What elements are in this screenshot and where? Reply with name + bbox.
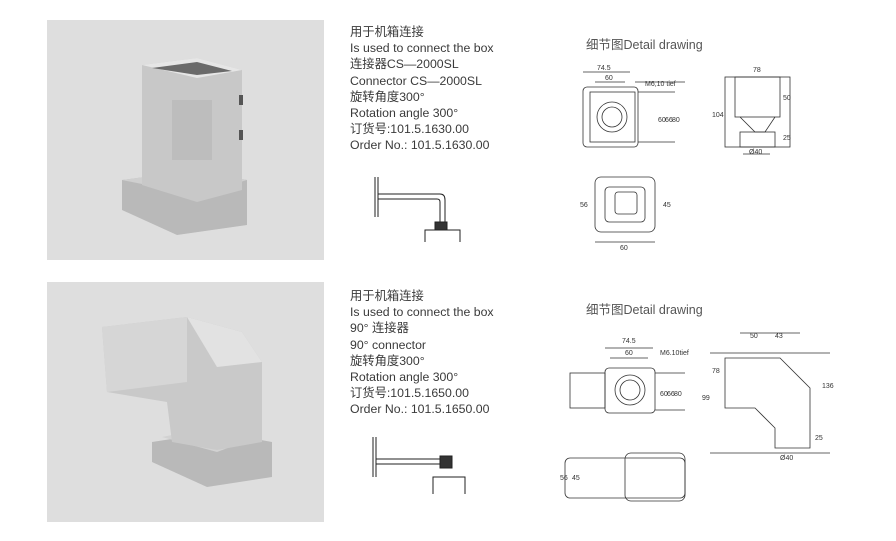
detail-drawing-cs2000sl: 74.5 60 M6,10 tief 60 66 80 78 104 50 25… (580, 65, 791, 252)
order-number-cn: 订货号:101.5.1650.00 (350, 386, 469, 401)
desc-line: Rotation angle 300° (350, 370, 459, 385)
dim-label: 50 (750, 333, 758, 340)
dim-label: 99 (702, 395, 710, 402)
dim-label: 60 (605, 75, 613, 82)
product-description: 用于机箱连接 Is used to connect the box 连接器CS—… (350, 24, 494, 154)
dim-label: 66 (667, 391, 675, 398)
dim-label: 78 (753, 67, 761, 74)
dim-label: 56 (580, 202, 588, 209)
product-photo-90-connector (47, 282, 324, 522)
dim-label: 60 (660, 391, 668, 398)
dim-label: 25 (815, 435, 823, 442)
product-description: 用于机箱连接 Is used to connect the box 90° 连接… (350, 288, 494, 418)
detail-drawing-title: 细节图Detail drawing (586, 38, 703, 52)
desc-line: 90° connector (350, 337, 427, 352)
dim-label: 60 (620, 245, 628, 252)
dim-label: 80 (672, 117, 680, 124)
dim-label: M6,10 tief (645, 81, 676, 88)
dim-label: 66 (665, 117, 673, 124)
desc-line: 用于机箱连接 (350, 289, 424, 303)
desc-line: Is used to connect the box (350, 41, 494, 56)
detail-drawing-title: 细节图Detail drawing (586, 303, 703, 317)
desc-line: Rotation angle 300° (350, 106, 459, 121)
dim-label: Ø40 (749, 149, 762, 156)
dim-label: 50 (783, 95, 791, 102)
dim-label: 43 (775, 333, 783, 340)
dim-label: 136 (822, 383, 834, 390)
desc-line: 用于机箱连接 (350, 25, 424, 39)
mounting-sketch (374, 177, 461, 242)
dim-label: 80 (674, 391, 682, 398)
desc-line: 旋转角度300° (350, 353, 425, 368)
dim-label: 78 (712, 368, 720, 375)
order-number: Order No.: 101.5.1630.00 (350, 138, 490, 153)
dim-label: 74.5 (597, 65, 611, 72)
order-number: Order No.: 101.5.1650.00 (350, 402, 490, 417)
desc-line: 连接器CS—2000SL (350, 57, 459, 72)
dim-label: Ø40 (780, 455, 793, 462)
desc-line: Is used to connect the box (350, 305, 494, 320)
dim-label: 45 (663, 202, 671, 209)
dim-label: 74.5 (622, 338, 636, 345)
dim-label: 25 (783, 135, 791, 142)
dim-label: 60 (625, 350, 633, 357)
dim-label: M6.10tief (660, 350, 689, 357)
dim-label: 56 (560, 475, 568, 482)
dim-label: 45 (572, 475, 580, 482)
order-number-cn: 订货号:101.5.1630.00 (350, 122, 469, 137)
product-photo-cs2000sl (47, 20, 324, 260)
dim-label: 60 (658, 117, 666, 124)
desc-line: 90° 连接器 (350, 321, 409, 336)
desc-line: 旋转角度300° (350, 89, 425, 104)
dim-label: 104 (712, 112, 724, 119)
detail-drawing-90-connector: 74.5 60 M6.10tief 60 66 80 50 43 78 99 1… (560, 332, 834, 502)
desc-line: Connector CS—2000SL (350, 73, 482, 88)
mounting-sketch (372, 437, 466, 494)
